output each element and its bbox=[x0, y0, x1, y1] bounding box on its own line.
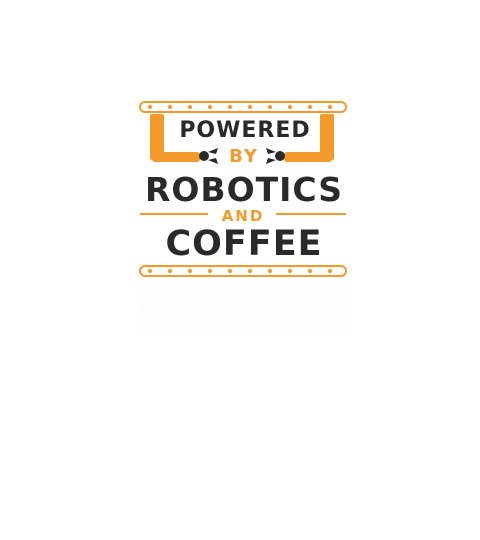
top-conveyor-belt-icon bbox=[139, 101, 347, 113]
bottom-conveyor-belt-icon bbox=[139, 265, 347, 277]
right-robot-arm-icon bbox=[266, 114, 334, 164]
robotics-coffee-logo bbox=[130, 96, 354, 282]
headline-by: BY bbox=[229, 145, 259, 167]
headline-and: AND bbox=[221, 207, 265, 225]
faint-shadow bbox=[140, 294, 350, 340]
left-robot-arm-icon bbox=[150, 114, 218, 164]
headline-robotics: ROBOTICS bbox=[144, 169, 344, 209]
headline-coffee: COFFEE bbox=[165, 224, 323, 264]
headline-powered: POWERED bbox=[179, 117, 311, 143]
logo-artwork bbox=[139, 101, 347, 277]
